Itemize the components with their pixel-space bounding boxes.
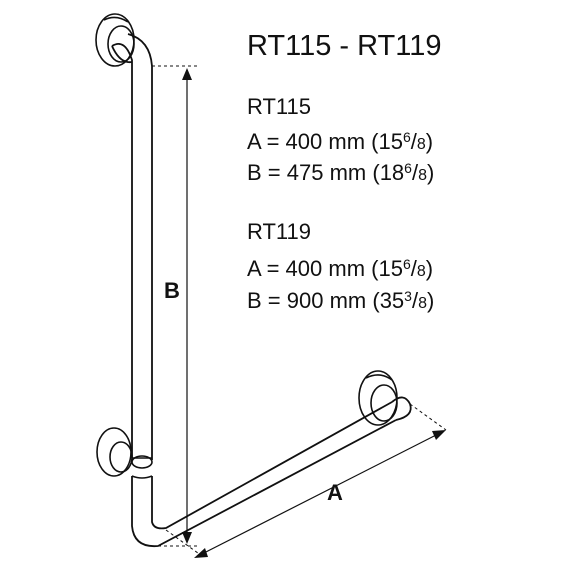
model-name: RT115 bbox=[247, 94, 312, 119]
spec-prefix: B = bbox=[247, 288, 287, 313]
dimension-label-a: A bbox=[327, 480, 343, 505]
vertical-bar bbox=[111, 33, 153, 460]
model-name: RT119 bbox=[247, 219, 312, 244]
spec-inch-num: 6 bbox=[402, 129, 411, 145]
spec-inch-den: 8 bbox=[416, 136, 426, 153]
spec-inch-den: 8 bbox=[416, 263, 426, 280]
spec-inch-den: 8 bbox=[418, 167, 427, 184]
spec-inch-num: 3 bbox=[404, 288, 412, 304]
spec-inch-num: 6 bbox=[404, 160, 412, 176]
spec-metric: 900 mm bbox=[286, 288, 367, 313]
spec-prefix: A = bbox=[247, 256, 286, 281]
spec-inch-whole: 15 bbox=[378, 129, 403, 154]
spec-prefix: B = bbox=[247, 160, 287, 185]
diagram-title: RT115 - RT119 bbox=[247, 30, 442, 62]
spec-line-b: B = 475 mm (186/8) bbox=[247, 160, 435, 185]
dimension-a bbox=[165, 403, 447, 558]
spec-inch-whole: 18 bbox=[379, 160, 405, 185]
spec-inch-num: 6 bbox=[402, 256, 411, 272]
spec-metric: 400 mm bbox=[285, 129, 366, 154]
spec-metric: 475 mm bbox=[286, 160, 367, 185]
dimension-label-b: B bbox=[164, 278, 180, 303]
spec-inch-whole: 35 bbox=[379, 288, 405, 313]
side-wall-flange bbox=[358, 370, 398, 426]
spec-inch-whole: 15 bbox=[378, 256, 403, 281]
spec-line-a: A = 400 mm (156/8) bbox=[247, 129, 434, 154]
spec-prefix: A = bbox=[247, 129, 286, 154]
spec-line-b: B = 900 mm (353/8) bbox=[247, 288, 435, 313]
top-wall-flange bbox=[95, 13, 135, 67]
spec-line-a: A = 400 mm (156/8) bbox=[247, 256, 434, 281]
bottom-wall-flange bbox=[96, 427, 153, 479]
spec-inch-den: 8 bbox=[418, 295, 427, 312]
dimension-b bbox=[152, 65, 200, 547]
horizontal-bar bbox=[131, 396, 412, 548]
spec-metric: 400 mm bbox=[285, 256, 366, 281]
